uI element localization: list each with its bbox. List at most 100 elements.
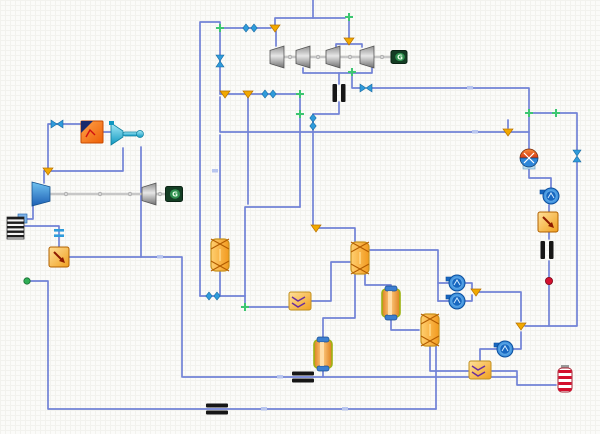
gt-generator-generator-icon[interactable]: G xyxy=(165,186,183,202)
shaft-coupling-icon xyxy=(287,54,293,60)
tee-top-tee-icon[interactable] xyxy=(343,37,355,46)
pipe-hx3-to-mixer-b xyxy=(429,345,469,372)
pipe-left-long-column xyxy=(199,21,221,297)
air-cooler-cooler-icon[interactable] xyxy=(519,148,539,170)
pipe-tank-a-to-hx3 xyxy=(390,316,420,331)
pipe-mixer-a-to-hx2 xyxy=(310,261,352,302)
pipe-fan-out-header xyxy=(68,256,183,378)
pipe-pump-b-discharge xyxy=(464,294,473,302)
pump-a-pump-icon[interactable] xyxy=(445,274,466,292)
power-turbine-turbine-icon[interactable] xyxy=(141,182,157,206)
valve-f-valve-icon[interactable] xyxy=(572,149,582,163)
steam-turbine-3-turbine-icon[interactable] xyxy=(325,45,341,69)
shaft-coupling-icon xyxy=(127,191,133,197)
pipe-block-d-pipeblock-icon[interactable] xyxy=(206,403,228,415)
hx-economizer-hx-icon[interactable] xyxy=(420,313,440,347)
pump-c-pump-icon[interactable] xyxy=(493,340,514,358)
cooling-fan-fanbox-icon[interactable] xyxy=(537,211,559,233)
pipe-tee-e-to-pump-c xyxy=(512,331,522,350)
cooling-pump-pump-icon[interactable] xyxy=(539,187,560,205)
double-valve-a-dvalve-icon[interactable] xyxy=(242,23,258,33)
generator-label: G xyxy=(172,191,178,199)
receiver-tank-b-tank-icon[interactable] xyxy=(313,336,333,372)
pipe-bottom-header xyxy=(182,376,557,386)
pipe-break-marker xyxy=(261,407,267,411)
cross-a-sensor-icon[interactable] xyxy=(216,24,224,32)
pipe-block-a-pipeblock-icon[interactable] xyxy=(332,84,346,102)
pipe-hx2-to-pumps xyxy=(368,249,439,302)
gt-compressor-compressor-icon[interactable] xyxy=(31,181,51,207)
cross-f-sensor-icon[interactable] xyxy=(552,109,560,117)
cross-d-sensor-icon[interactable] xyxy=(296,110,304,118)
pipe-cross-e-branch xyxy=(532,112,578,151)
pipe-break-marker xyxy=(472,130,478,134)
tee-e-tee-icon[interactable] xyxy=(515,322,527,331)
cross-e-sensor-icon[interactable] xyxy=(525,109,533,117)
pipe-break-marker xyxy=(467,86,473,90)
tee-g-tee-icon[interactable] xyxy=(470,288,482,297)
st-generator-generator-icon[interactable]: G xyxy=(390,50,408,64)
mixer-a-mixerbox-icon[interactable] xyxy=(288,291,312,311)
pipe-block-b-pipeblock-icon[interactable] xyxy=(540,241,554,259)
pipe-tee-to-combustor xyxy=(47,123,82,169)
supply-fan-fanbox-icon[interactable] xyxy=(48,246,70,268)
pipe-break-marker xyxy=(342,407,348,411)
tee-f-tee-icon[interactable] xyxy=(310,224,322,233)
cross-g-sensor-icon[interactable] xyxy=(241,303,249,311)
pipe-right-downcomer xyxy=(524,161,578,327)
receiver-tank-a-tank-icon[interactable] xyxy=(381,285,401,321)
pressure-ref-reddot-icon[interactable] xyxy=(545,276,554,285)
steam-turbine-4-turbine-icon[interactable] xyxy=(359,45,375,69)
pipe-tee-a-top-link xyxy=(274,17,346,26)
tee-c-tee-icon[interactable] xyxy=(242,90,254,99)
fuel-source-greendot-icon[interactable] xyxy=(23,277,31,285)
pipe-break-marker xyxy=(212,169,218,173)
hx-recuperator-hx-icon[interactable] xyxy=(210,238,230,272)
tee-a-tee-icon[interactable] xyxy=(269,24,281,33)
fuel-valve-valve-icon[interactable] xyxy=(50,119,64,129)
pipe-pump-c-to-mixer-b xyxy=(479,348,498,362)
pump-b-pump-icon[interactable] xyxy=(445,292,466,310)
double-valve-c-dvalve-icon[interactable] xyxy=(261,89,277,99)
tee-b-tee-icon[interactable] xyxy=(219,90,231,99)
shaft-coupling-icon xyxy=(157,191,163,197)
double-valve-e-dvalve-icon[interactable] xyxy=(309,113,317,131)
combustion-chamber-combustor-icon[interactable] xyxy=(80,120,104,144)
pipe-pump-a-discharge xyxy=(464,282,473,290)
pipe-fuel-long-bottom xyxy=(26,280,437,410)
shaft-coupling-icon xyxy=(315,54,321,60)
air-inlet-stripes-icon[interactable] xyxy=(6,213,28,240)
steam-turbine-2-turbine-icon[interactable] xyxy=(295,45,311,69)
double-valve-g-dvalve-icon[interactable] xyxy=(205,291,221,301)
cross-top-sensor-icon[interactable] xyxy=(345,13,353,21)
tee-compressor-tee-icon[interactable] xyxy=(42,167,54,176)
cross-b-sensor-icon[interactable] xyxy=(296,90,304,98)
hx-evaporator-hx-icon[interactable] xyxy=(350,241,370,275)
pipe-block-c-pipeblock-icon[interactable] xyxy=(292,371,314,383)
pipe-break-marker xyxy=(157,255,163,259)
pipe-tank-b-feed xyxy=(322,273,356,339)
shaft-coupling-icon xyxy=(347,54,353,60)
hp-turbine-cyan-turbineCyan-icon[interactable] xyxy=(109,121,144,146)
valve-d-valve-icon[interactable] xyxy=(359,83,373,93)
pipe-tee-f-to-hx2 xyxy=(318,227,356,243)
tee-d-tee-icon[interactable] xyxy=(502,128,514,137)
mixer-b-mixerbox-icon[interactable] xyxy=(468,360,492,380)
pipe-header-132 xyxy=(219,96,530,133)
pipe-mixer-b-out xyxy=(491,370,518,378)
steam-turbine-1-turbine-icon[interactable] xyxy=(269,45,285,69)
shaft-coupling-icon xyxy=(63,191,69,197)
component-layer: GG xyxy=(6,13,582,415)
pipe-air-to-fan xyxy=(24,225,60,249)
pipe-h2-run xyxy=(244,206,301,297)
generator-label: G xyxy=(397,54,403,62)
pipe-pipeblock-to-valve-col xyxy=(312,101,340,227)
cross-c-sensor-icon[interactable] xyxy=(348,68,356,76)
pipe-lp-loop xyxy=(302,67,373,74)
check-valve-air-checkvalve-icon[interactable] xyxy=(54,229,64,237)
expansion-tank-redtank-icon[interactable] xyxy=(557,365,573,393)
shaft-coupling-icon xyxy=(379,54,385,60)
valve-b-valve-icon[interactable] xyxy=(215,54,225,68)
